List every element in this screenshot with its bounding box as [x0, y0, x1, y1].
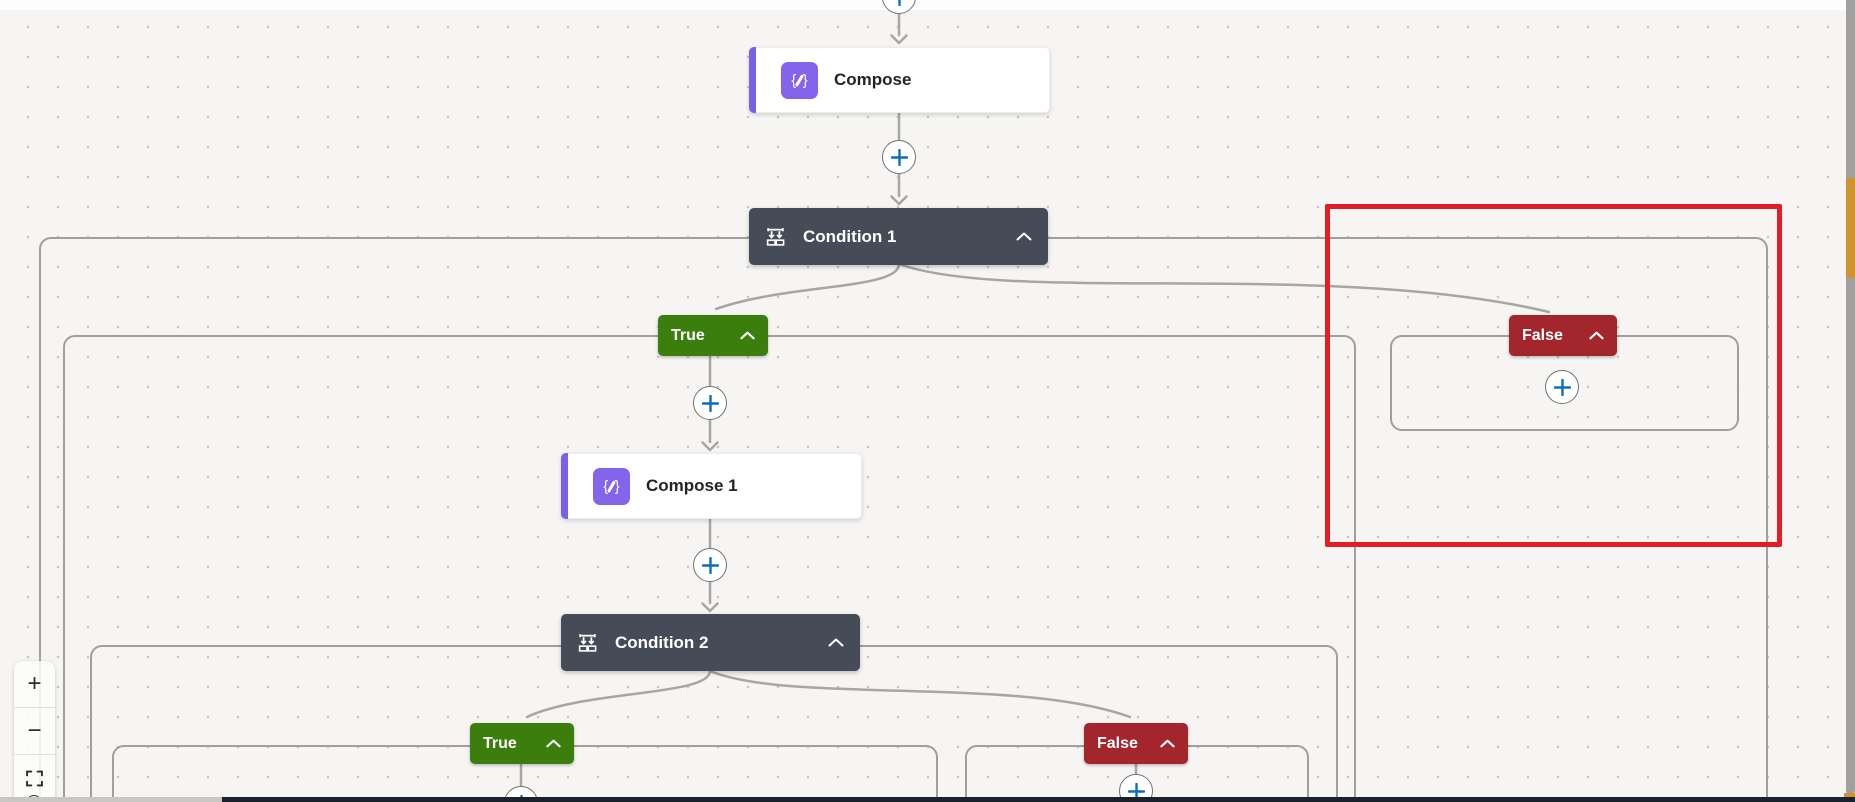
collapse-chevron-icon[interactable] — [532, 739, 561, 748]
card-accent-bar — [749, 47, 756, 113]
fit-view-icon — [26, 770, 43, 787]
branch-pill-condition2-true[interactable]: True — [470, 723, 574, 764]
arrowhead-icon — [890, 34, 908, 45]
bottom-dark-bar — [222, 797, 1855, 802]
action-label: Compose 1 — [646, 476, 738, 495]
collapse-chevron-icon[interactable] — [726, 331, 755, 340]
add-action-button[interactable] — [1545, 370, 1579, 404]
canvas-zoom-toolbar: + − — [14, 661, 55, 802]
collapse-chevron-icon[interactable] — [828, 638, 844, 647]
collapse-chevron-icon[interactable] — [1016, 232, 1032, 241]
plus-icon — [890, 148, 908, 166]
zoom-in-icon: + — [27, 670, 42, 697]
add-action-button[interactable] — [882, 140, 916, 174]
zoom-out-icon: − — [27, 717, 42, 744]
branch-pill-condition2-false[interactable]: False — [1084, 723, 1188, 764]
plus-icon — [897, 0, 901, 6]
compose-icon: {} — [781, 61, 818, 99]
collapse-chevron-icon[interactable] — [1575, 331, 1604, 340]
card-accent-bar — [561, 453, 568, 519]
action-label: Compose — [834, 70, 912, 89]
branch-label: True — [483, 734, 517, 752]
action-label: Condition 2 — [615, 632, 709, 652]
action-card-compose[interactable]: {} Compose — [749, 47, 1050, 113]
zoom-out-button[interactable]: − — [14, 708, 55, 755]
canvas-top-fade — [0, 0, 1855, 10]
action-card-condition2[interactable]: Condition 2 — [561, 614, 860, 671]
annotation-highlight-rectangle — [1325, 204, 1782, 547]
plus-icon — [701, 556, 719, 574]
action-label: Condition 1 — [803, 226, 897, 246]
branch-label: False — [1097, 734, 1138, 752]
plus-icon — [701, 394, 719, 412]
add-action-button[interactable] — [693, 386, 727, 420]
condition-icon — [578, 634, 597, 652]
branch-label: True — [671, 326, 705, 344]
arrowhead-icon — [890, 195, 908, 206]
plus-icon — [1553, 378, 1571, 396]
fit-view-button[interactable] — [14, 755, 55, 802]
zoom-in-button[interactable]: + — [14, 661, 55, 708]
branch-label: False — [1522, 326, 1563, 344]
horizontal-scrollbar-track[interactable] — [0, 797, 222, 802]
scrollbar-marker — [1846, 178, 1855, 278]
action-card-condition1[interactable]: Condition 1 — [749, 208, 1048, 265]
compose-icon: {} — [593, 467, 630, 505]
vertical-scrollbar-thumb[interactable] — [1846, 0, 1855, 178]
vertical-scrollbar-thumb[interactable] — [1846, 278, 1855, 795]
plus-icon — [1127, 782, 1145, 800]
add-action-button[interactable] — [882, 0, 916, 14]
add-action-button[interactable] — [693, 548, 727, 582]
collapse-chevron-icon[interactable] — [1146, 739, 1175, 748]
condition-icon — [766, 228, 785, 246]
action-card-compose1[interactable]: {} Compose 1 — [561, 453, 862, 519]
branch-pill-condition1-false[interactable]: False — [1509, 315, 1617, 356]
branch-pill-condition1-true[interactable]: True — [658, 315, 768, 356]
